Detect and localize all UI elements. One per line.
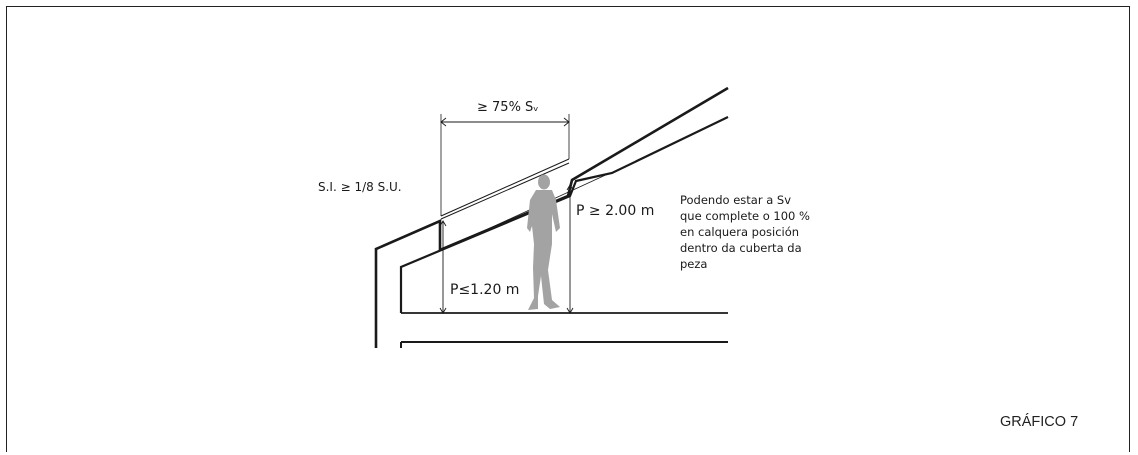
note-line-5: peza bbox=[680, 257, 707, 271]
width-arrow-left bbox=[440, 117, 447, 127]
height-low-label: P≤1.20 m bbox=[450, 282, 519, 298]
note-line-1: Podendo estar a Sv bbox=[680, 193, 791, 207]
skylight-glazing-lower bbox=[440, 162, 570, 220]
low-height-arrow-top bbox=[439, 220, 447, 227]
note-block: Podendo estar a Sv que complete o 100 % … bbox=[680, 193, 810, 271]
width-dimension-label: ≥ 75% Sᵥ bbox=[477, 100, 539, 115]
skylight-glazing-upper bbox=[440, 158, 570, 217]
note-line-4: dentro da cuberta da bbox=[680, 241, 802, 255]
height-arrow-top bbox=[566, 184, 574, 191]
clearance-guide-line bbox=[439, 172, 611, 252]
height-min-label: P ≥ 2.00 m bbox=[576, 203, 654, 219]
note-line-3: en calquera posición bbox=[680, 225, 799, 239]
person-silhouette bbox=[527, 174, 560, 310]
figure-frame bbox=[6, 6, 1130, 452]
figure-label: GRÁFICO 7 bbox=[1000, 414, 1079, 430]
note-line-2: que complete o 100 % bbox=[680, 209, 810, 223]
width-arrow-right bbox=[563, 117, 570, 127]
height-arrow-bottom bbox=[566, 307, 574, 314]
skylight-ratio-label: S.I. ≥ 1/8 S.U. bbox=[318, 180, 402, 194]
inner-wall-roof-line bbox=[399, 116, 729, 313]
low-height-arrow-bottom bbox=[439, 307, 447, 314]
